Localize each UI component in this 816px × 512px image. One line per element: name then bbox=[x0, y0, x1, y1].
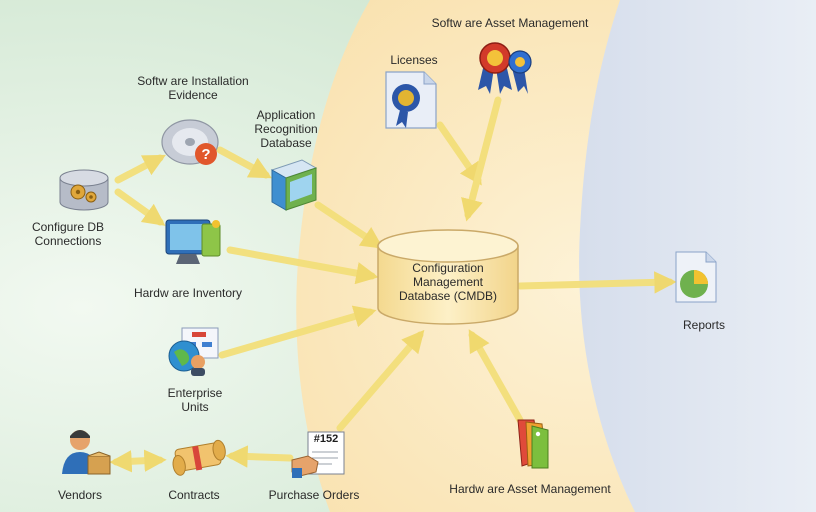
application-box-icon bbox=[270, 159, 318, 211]
label-enterprise-units: Enterprise Units bbox=[167, 386, 223, 414]
arrow-dbconn-to-hw bbox=[114, 188, 166, 226]
arrow-cmdb-to-reports bbox=[516, 271, 677, 294]
svg-text:?: ? bbox=[201, 146, 210, 163]
arrow-po-to-cmdb bbox=[336, 329, 425, 432]
label-purchase-orders: Purchase Orders bbox=[268, 488, 360, 502]
arrow-hw-to-cmdb bbox=[226, 246, 379, 285]
pie-chart-report-icon bbox=[675, 251, 717, 303]
label-hardware-asset-management: Hardw are Asset Management bbox=[449, 482, 611, 496]
tags-icon bbox=[517, 419, 549, 469]
purchase-order-badge: #152 bbox=[313, 433, 339, 445]
arrow-contracts-vendors bbox=[109, 449, 167, 473]
arrow-cd-to-app bbox=[216, 146, 272, 179]
monitor-icon bbox=[165, 219, 221, 264]
arrow-po-to-contracts bbox=[225, 445, 294, 468]
award-ribbon-icon bbox=[478, 42, 532, 94]
label-reports: Reports bbox=[682, 318, 726, 332]
arrow-licenses-to-cmdb bbox=[436, 121, 482, 186]
label-application-recognition-database: Application Recognition Database bbox=[254, 108, 318, 150]
cd-question-icon: ? bbox=[161, 119, 219, 165]
label-vendors: Vendors bbox=[57, 488, 103, 502]
purchase-order-icon bbox=[291, 431, 345, 478]
arrow-ham-to-cmdb bbox=[468, 329, 524, 424]
scroll-icon bbox=[172, 439, 226, 476]
globe-org-chart-icon bbox=[168, 327, 219, 376]
database-gears-icon bbox=[59, 169, 109, 211]
label-licenses: Licenses bbox=[390, 53, 438, 67]
label-software-asset-management: Softw are Asset Management bbox=[431, 16, 589, 30]
label-hardware-inventory: Hardw are Inventory bbox=[133, 286, 243, 300]
arrow-enterprise-to-cmdb bbox=[218, 305, 377, 359]
license-certificate-icon bbox=[385, 71, 437, 129]
cmdb-cylinder bbox=[377, 229, 519, 325]
label-contracts: Contracts bbox=[168, 488, 220, 502]
label-configure-db-connections: Configure DB Connections bbox=[31, 220, 105, 248]
arrow-dbconn-to-cd bbox=[114, 154, 166, 184]
arrow-sam-to-cmdb bbox=[461, 96, 502, 222]
person-box-icon bbox=[62, 430, 111, 475]
arrow-app-to-cmdb bbox=[314, 201, 384, 249]
label-cmdb: Configuration Management Database (CMDB) bbox=[398, 261, 498, 303]
label-software-installation-evidence: Softw are Installation Evidence bbox=[137, 74, 249, 102]
